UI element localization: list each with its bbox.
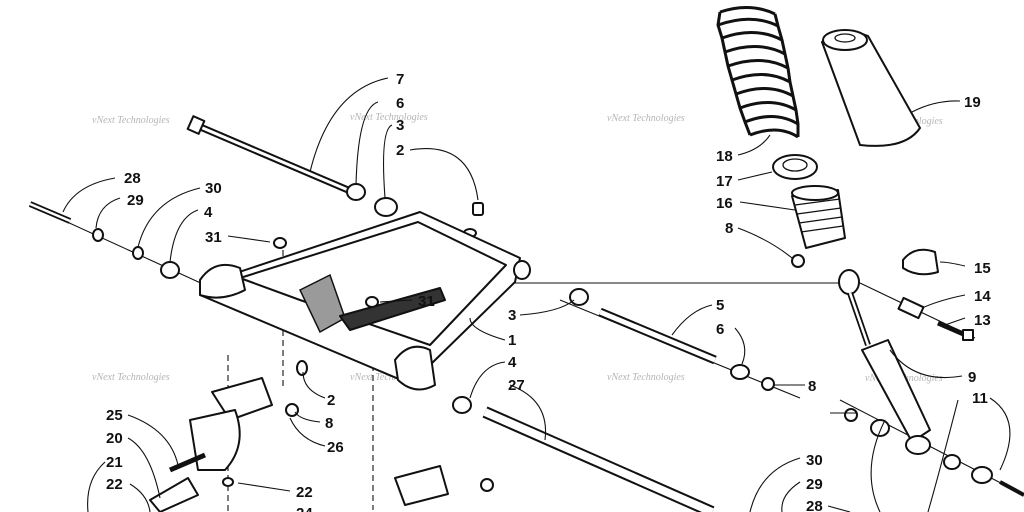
- callout-label: 16: [716, 195, 733, 212]
- shaft: [452, 288, 775, 512]
- callout-label: 22: [296, 484, 313, 501]
- callout-label: 7: [396, 71, 404, 88]
- watermark: vNext Technologies: [607, 372, 685, 383]
- callout-label: 2: [327, 392, 335, 409]
- watermark: vNext Technologies: [607, 113, 685, 124]
- callout-label: 15: [974, 260, 991, 277]
- callout-label: 31: [418, 293, 435, 310]
- callout-label: 9: [968, 369, 976, 386]
- callout-label: 1: [508, 332, 516, 349]
- left-bolt-stack: [28, 201, 287, 279]
- callout-label: 3: [396, 117, 404, 134]
- callout-label: 5: [716, 297, 724, 314]
- callout-label: 29: [127, 192, 144, 209]
- callout-labels: 7 6 3 2 28 29 30 4 31 31 3 1 5 6 4 27 2 …: [106, 71, 991, 512]
- callout-label: 20: [106, 430, 123, 447]
- callout-label: 28: [806, 498, 823, 512]
- watermark: vNext Technologies: [350, 112, 428, 123]
- callout-label: 30: [806, 452, 823, 469]
- lower-bracket: [149, 377, 494, 512]
- callout-label: 25: [106, 407, 123, 424]
- callout-label: 17: [716, 173, 733, 190]
- spring-adjuster: [791, 185, 846, 249]
- watermark-group: vNext Technologies vNext Technologies vN…: [92, 112, 943, 384]
- callout-label: 21: [106, 454, 123, 471]
- callout-label: 6: [716, 321, 724, 338]
- callout-label: 13: [974, 312, 991, 329]
- callout-label: 30: [205, 180, 222, 197]
- callout-label: 11: [972, 390, 988, 407]
- callout-label: 19: [964, 94, 981, 111]
- callout-label: 29: [806, 476, 823, 493]
- callout-label: 6: [396, 95, 404, 112]
- watermark: vNext Technologies: [92, 115, 170, 126]
- callout-label: 8: [725, 220, 733, 237]
- shock-absorber: [791, 254, 931, 455]
- callout-label: 4: [204, 204, 213, 221]
- callout-label: 8: [325, 415, 333, 432]
- callout-label: 8: [808, 378, 816, 395]
- mount-hardware: [844, 248, 1024, 497]
- callout-label: 4: [508, 354, 517, 371]
- coil-spring: [716, 6, 800, 139]
- a-arm: [199, 211, 531, 391]
- spring-retainer: [772, 154, 818, 180]
- long-bolt: [186, 115, 350, 194]
- callout-label: 22: [106, 476, 123, 493]
- callout-label: 3: [508, 307, 516, 324]
- leader-lines: [62, 77, 1011, 512]
- callout-label: 18: [716, 148, 733, 165]
- callout-label: 2: [396, 142, 404, 159]
- callout-label: 27: [508, 377, 525, 394]
- shock-boot: [821, 29, 921, 147]
- callout-label: 14: [974, 288, 991, 305]
- callout-label: 31: [205, 229, 222, 246]
- watermark: vNext Technologies: [350, 372, 428, 383]
- callout-label: 24: [296, 505, 313, 512]
- spring-retainer: [782, 158, 808, 172]
- callout-label: 26: [327, 439, 344, 456]
- axis-line: [839, 399, 1024, 496]
- watermark: vNext Technologies: [92, 372, 170, 383]
- callout-label: 28: [124, 170, 141, 187]
